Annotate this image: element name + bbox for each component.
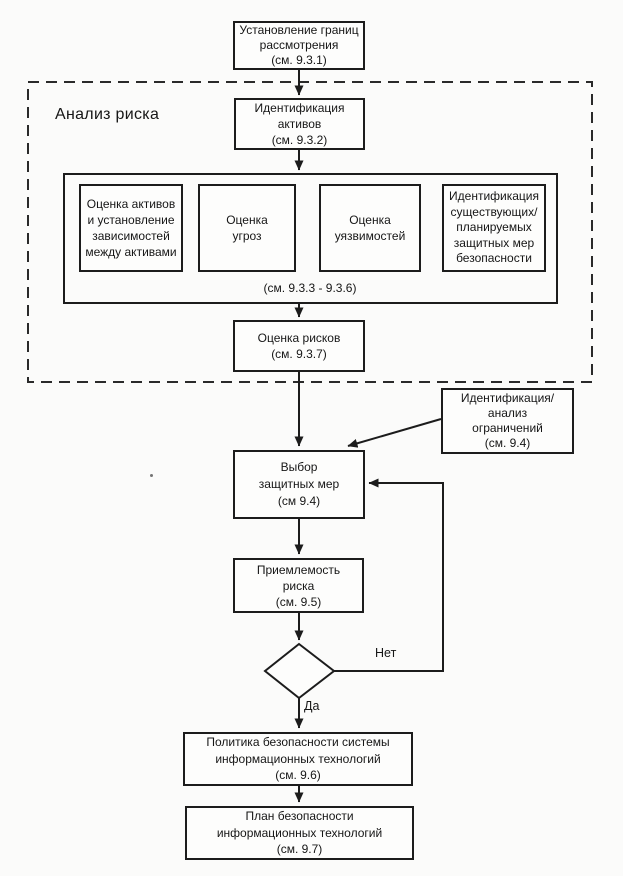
assessment-group-container bbox=[63, 173, 558, 304]
decision-yes-label: Да bbox=[304, 699, 320, 713]
scan-speck bbox=[150, 474, 153, 477]
risk-decision-diamond bbox=[263, 642, 336, 700]
risk-analysis-region-label: Анализ риска bbox=[55, 106, 160, 123]
connector-constraints-to-selection bbox=[347, 418, 442, 448]
connector-decision-no-loop bbox=[334, 478, 444, 672]
decision-no-label: Нет bbox=[375, 646, 397, 660]
node-scope-definition: Установление границ рассмотрения (см. 9.… bbox=[233, 21, 365, 70]
node-constraints-analysis: Идентификация/ анализ ограничений (см. 9… bbox=[441, 388, 574, 454]
node-risk-assessment: Оценка рисков (см. 9.3.7) bbox=[233, 320, 365, 372]
node-it-security-plan: План безопасности информационных техноло… bbox=[185, 806, 414, 860]
group-subprocess-reference: (см. 9.3.3 - 9.3.6) bbox=[263, 281, 357, 295]
node-threat-assessment: Оценка угроз bbox=[198, 184, 296, 272]
node-risk-acceptance: Приемлемость риска (см. 9.5) bbox=[233, 558, 364, 613]
node-safeguard-selection: Выбор защитных мер (см 9.4) bbox=[233, 450, 365, 519]
node-it-security-policy: Политика безопасности системы информацио… bbox=[183, 732, 413, 786]
node-safeguard-identification: Идентификация существующих/ планируемых … bbox=[442, 184, 546, 272]
node-vulnerability-assessment: Оценка уязвимостей bbox=[319, 184, 421, 272]
node-asset-valuation: Оценка активов и установление зависимост… bbox=[79, 184, 183, 272]
node-asset-identification: Идентификация активов (см. 9.3.2) bbox=[234, 98, 365, 150]
